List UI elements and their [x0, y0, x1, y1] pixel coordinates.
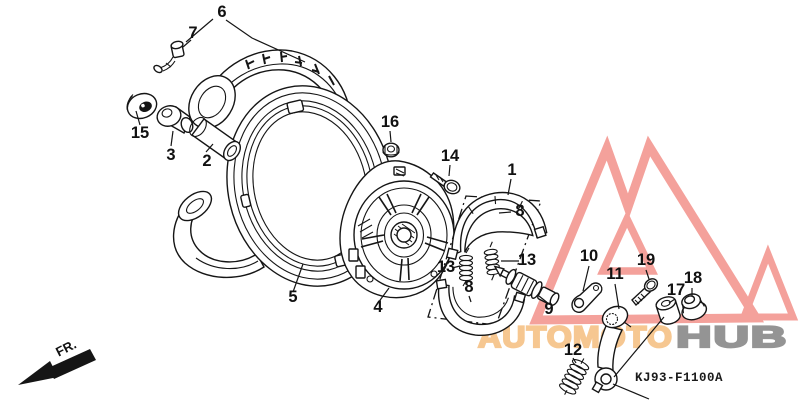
rim-tab	[286, 99, 305, 115]
part-label-18: 18	[684, 269, 702, 287]
brake-cam-9	[493, 265, 560, 306]
hub-plate-details	[348, 166, 438, 283]
part-label-15: 15	[131, 124, 149, 142]
part-label-19: 19	[637, 251, 655, 269]
indicator-plate-10	[571, 282, 603, 313]
brake-shoe-spring-right	[483, 241, 501, 281]
brake-shoe-spring-left	[458, 247, 474, 287]
part-label-4: 4	[373, 298, 383, 316]
logo-triangle-small	[738, 244, 799, 321]
part-label-2: 2	[202, 152, 211, 170]
hub-spline-center	[390, 221, 418, 249]
brake-arm-11	[591, 305, 632, 394]
bolt-19	[631, 278, 659, 307]
logo-triangle-main	[529, 135, 765, 325]
rim-tab	[240, 193, 252, 208]
part-label-13: 13	[437, 258, 455, 276]
return-spring-12	[559, 358, 590, 395]
part-label-9: 9	[544, 300, 553, 318]
logo-triangle-inner	[597, 210, 658, 275]
part-label-17: 17	[667, 281, 685, 299]
nut-16	[382, 142, 400, 158]
part-label-8: 8	[464, 278, 473, 296]
spacer-2	[189, 116, 242, 162]
part-label-3: 3	[166, 146, 175, 164]
valve-7	[153, 40, 185, 74]
bolt-14	[429, 172, 461, 195]
part-label-5: 5	[288, 288, 297, 306]
cap-nut-18	[681, 293, 708, 321]
leader-lines	[135, 18, 693, 400]
part-label-6: 6	[217, 3, 226, 21]
part-label-14: 14	[441, 147, 460, 165]
part-label-1: 1	[507, 161, 516, 179]
part-label-12: 12	[564, 341, 582, 359]
hub-spokes	[360, 193, 449, 282]
part-label-10: 10	[580, 247, 598, 265]
watermark-hub: HUB	[676, 321, 788, 354]
part-label-7: 7	[188, 24, 197, 42]
brake-shoe-bottom	[435, 278, 527, 336]
collar-3	[156, 105, 194, 135]
fr-direction-arrow: FR.	[18, 337, 96, 385]
fr-arrow-head	[18, 361, 58, 385]
part-label-13: 13	[518, 251, 536, 269]
grommet-15	[126, 92, 158, 120]
part-label-16: 16	[381, 113, 399, 131]
brake-panel-hub	[339, 160, 455, 299]
brake-shoe-top	[445, 191, 548, 261]
fr-arrow-shaft	[48, 349, 96, 379]
watermark-text: AUTOMOTO HUB	[477, 320, 788, 355]
diagram-code: KJ93-F1100A	[635, 371, 723, 385]
part-label-8: 8	[515, 202, 524, 220]
tire-lower-section	[172, 190, 265, 279]
tire-tread-pattern	[245, 51, 335, 86]
watermark-logo	[529, 135, 799, 325]
part-label-11: 11	[606, 265, 623, 283]
